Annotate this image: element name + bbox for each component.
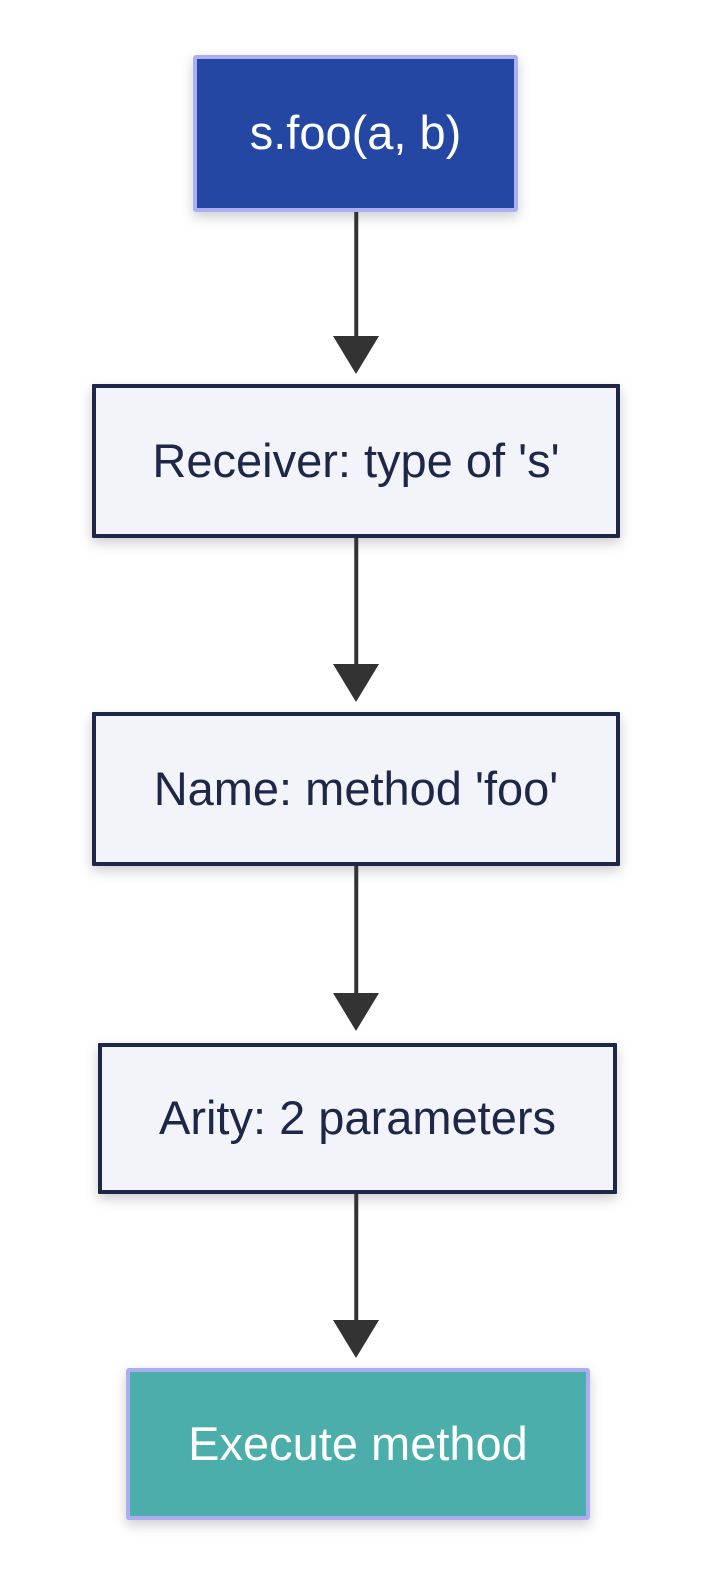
arrow-shaft (354, 1194, 358, 1324)
node-name: Name: method 'foo' (92, 712, 620, 866)
node-arity: Arity: 2 parameters (98, 1043, 617, 1194)
node-execute: Execute method (126, 1368, 590, 1520)
arrow-shaft (354, 212, 358, 340)
arrow-head-icon (333, 336, 379, 374)
node-receiver: Receiver: type of 's' (92, 384, 620, 538)
node-name-label: Name: method 'foo' (153, 761, 559, 815)
node-arity-label: Arity: 2 parameters (158, 1091, 557, 1145)
arrow-name-to-arity (333, 866, 379, 1031)
arrow-head-icon (333, 664, 379, 702)
node-method-call-label: s.foo(a, b) (249, 106, 462, 160)
node-execute-label: Execute method (188, 1416, 528, 1470)
arrow-shaft (354, 538, 358, 668)
arrow-head-icon (333, 1320, 379, 1358)
arrow-call-to-receiver (333, 212, 379, 374)
node-receiver-label: Receiver: type of 's' (152, 433, 560, 487)
node-method-call: s.foo(a, b) (193, 55, 518, 212)
arrow-arity-to-execute (333, 1194, 379, 1358)
arrow-receiver-to-name (333, 538, 379, 702)
arrow-shaft (354, 866, 358, 997)
arrow-head-icon (333, 993, 379, 1031)
